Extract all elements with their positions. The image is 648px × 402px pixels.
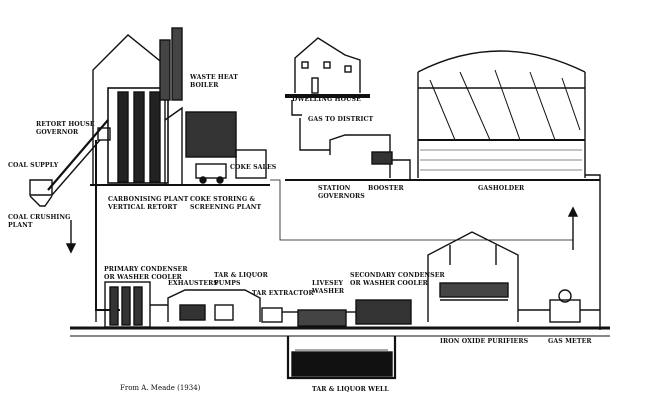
label-station-governors: STATION GOVERNORS [318,185,365,200]
gas-meter-unit [549,289,581,323]
label-tar-liquor-pumps: TAR & LIQUOR PUMPS [214,272,268,287]
label-exhausters: EXHAUSTERS [168,280,218,287]
label-coal-crushing-plant: COAL CRUSHING PLANT [8,214,71,229]
governor-booster-house [285,118,411,181]
tar-liquor-well [286,336,397,380]
label-gasholder: GASHOLDER [478,185,525,192]
exhausters-house [167,289,261,322]
label-coke-sales: COKE SALES [230,164,277,171]
label-waste-heat-boiler: WASTE HEAT BOILER [190,74,238,89]
retort-house [90,27,270,186]
dwelling-house [285,37,370,116]
main-pipes [95,179,600,322]
label-livesey-washer: LIVESEY WASHER [312,280,345,295]
label-gas-to-district: GAS TO DISTRICT [308,116,374,123]
gasholder-tank [410,50,601,330]
label-carbonising-plant: CARBONISING PLANT VERTICAL RETORT [108,196,189,211]
label-primary-condenser: PRIMARY CONDENSER OR WASHER COOLER [104,266,188,281]
figure-caption: From A. Meade (1934) [120,384,201,392]
label-coke-storing: COKE STORING & SCREENING PLANT [190,196,262,211]
label-tar-extractor: TAR EXTRACTOR [252,290,314,297]
label-secondary-condenser: SECONDARY CONDENSER OR WASHER COOLER [350,272,445,287]
label-dwelling-house: DWELLING HOUSE [292,96,361,103]
purifier-house [427,231,519,322]
ground-line [70,326,610,337]
label-iron-oxide-purifiers: IRON OXIDE PURIFIERS [440,338,529,345]
washer-train [261,299,412,327]
primary-condenser [104,281,151,328]
label-coal-supply: COAL SUPPLY [8,162,59,169]
label-tar-liquor-well: TAR & LIQUOR WELL [312,386,389,393]
coke-storing-plant [185,111,267,184]
label-booster: BOOSTER [368,185,404,192]
label-gas-meter: GAS METER [548,338,592,345]
label-retort-house-governor: RETORT HOUSE GOVERNOR [36,121,95,136]
